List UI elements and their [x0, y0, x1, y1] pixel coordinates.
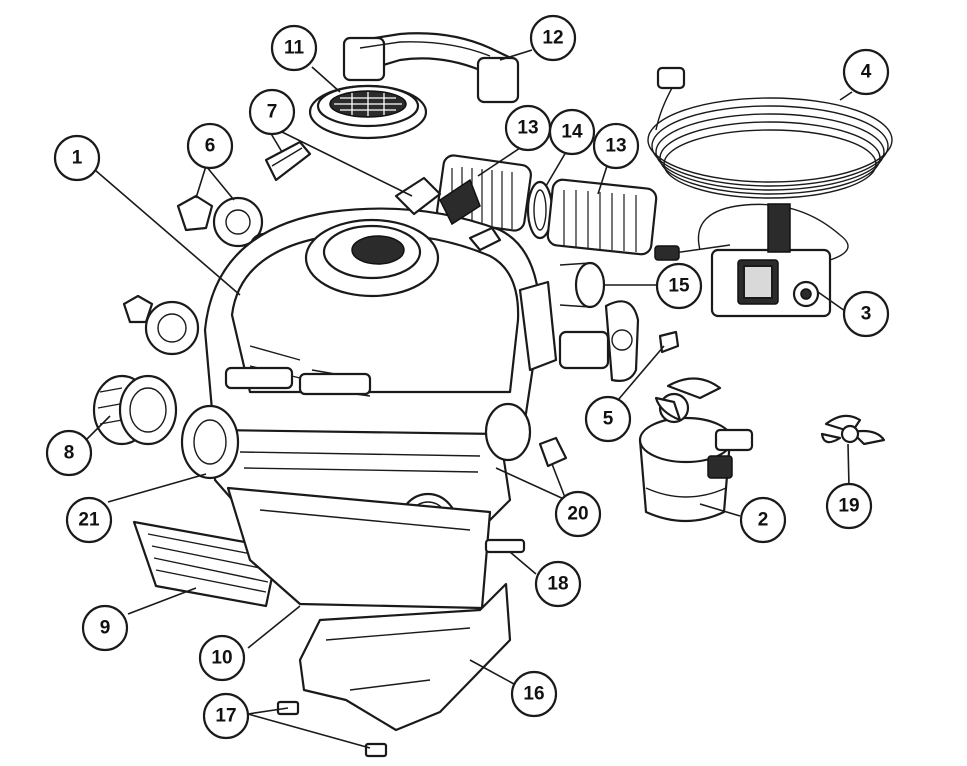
callout-4: 4: [842, 48, 890, 96]
callout-label: 13: [517, 118, 538, 139]
callout-18: 18: [534, 560, 582, 608]
callout-label: 21: [78, 510, 100, 531]
callout-label: 5: [603, 409, 614, 430]
callout-16: 16: [510, 670, 558, 718]
callout-label: 11: [284, 38, 305, 59]
callout-3: 3: [842, 290, 890, 338]
left-wheel-part: [92, 294, 200, 446]
clip-part: [264, 140, 312, 182]
callout-label: 6: [205, 136, 216, 157]
filter-tube-part: [559, 261, 606, 309]
callout-6: 6: [186, 122, 234, 170]
callout-19: 19: [825, 482, 873, 530]
callout-label: 18: [547, 574, 568, 595]
handle-part: [342, 32, 520, 104]
callout-label: 19: [838, 496, 859, 517]
callout-5: 5: [584, 395, 632, 443]
callout-13-left: 13: [504, 104, 552, 152]
callout-13-right: 13: [592, 122, 640, 170]
callout-7: 7: [248, 88, 296, 136]
callout-label: 17: [215, 706, 236, 727]
callout-label: 13: [605, 136, 626, 157]
callout-12: 12: [529, 14, 577, 62]
callout-label: 4: [861, 62, 872, 83]
callout-20: 20: [554, 490, 602, 538]
bottom-plate-part: [226, 486, 492, 610]
drive-motor-part: [518, 280, 680, 382]
power-supply-part: [654, 203, 849, 318]
callout-1: 1: [53, 134, 101, 182]
callout-label: 3: [861, 304, 872, 325]
callout-10: 10: [198, 634, 246, 682]
callout-label: 9: [100, 618, 111, 639]
leader-lines: [85, 49, 853, 749]
callout-label: 7: [267, 102, 278, 123]
callout-label: 1: [72, 148, 83, 169]
callout-label: 15: [668, 276, 690, 297]
callout-17: 17: [202, 692, 250, 740]
callout-label: 2: [758, 510, 769, 531]
callout-label: 10: [211, 648, 232, 669]
power-cable-coil-part: [647, 66, 893, 199]
front-grille-part: [132, 520, 280, 608]
callout-label: 8: [64, 443, 75, 464]
callout-21: 21: [65, 496, 113, 544]
callout-label: 14: [561, 122, 583, 143]
callout-label: 16: [523, 684, 544, 705]
small-cap-part: [538, 436, 568, 468]
bottom-frame-part: [298, 582, 512, 732]
callout-8: 8: [45, 429, 93, 477]
callout-label: 20: [567, 504, 588, 525]
propeller-part: [820, 414, 886, 446]
callout-14: 14: [548, 108, 596, 156]
callout-label: 12: [542, 28, 563, 49]
pump-motor-part: [638, 377, 754, 523]
callout-15: 15: [655, 262, 703, 310]
main-body-part: [203, 176, 542, 464]
callout-11: 11: [270, 24, 318, 72]
top-grate-part: [308, 84, 428, 140]
callout-9: 9: [81, 604, 129, 652]
rod-part: [484, 538, 526, 554]
callout-2: 2: [739, 496, 787, 544]
